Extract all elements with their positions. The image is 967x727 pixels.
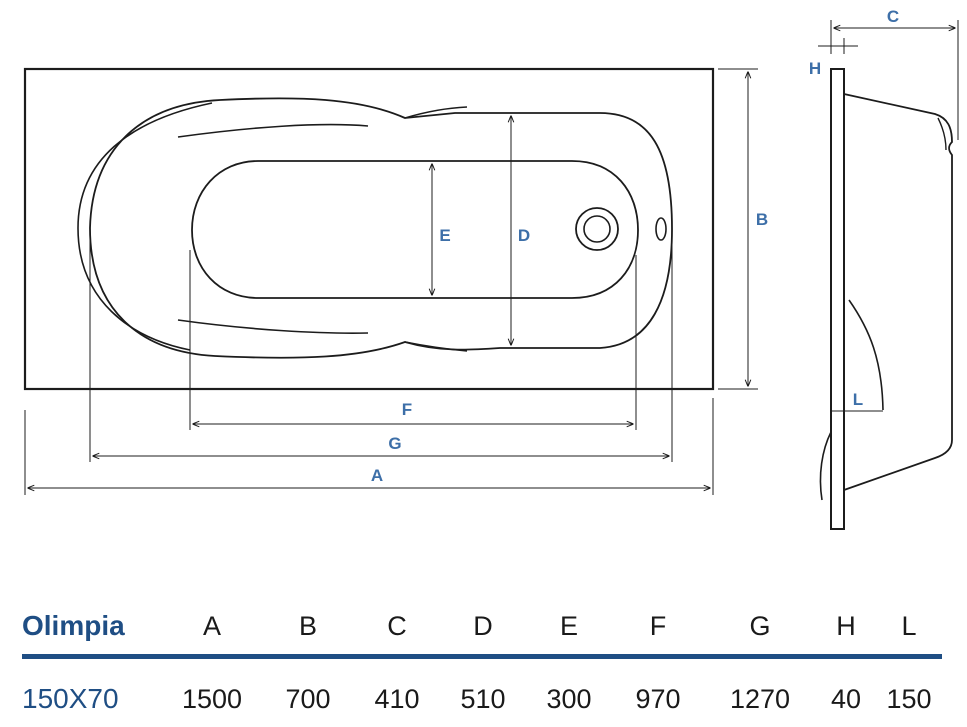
- label-c: C: [887, 7, 899, 26]
- table-row: 150X70 1500 700 410 510 300 970 1270 40 …: [22, 671, 942, 727]
- table-cell: 970: [635, 683, 681, 714]
- side-body-shade: [937, 117, 947, 151]
- tub-rim-inner-bottom: [177, 319, 369, 334]
- column-header: L: [901, 610, 917, 641]
- label-f: F: [402, 400, 412, 419]
- label-g: G: [388, 434, 401, 453]
- column-header: G: [749, 610, 771, 641]
- table-cell: 1270: [729, 683, 791, 714]
- side-foot: [848, 299, 884, 411]
- table-header-row: Olimpia A B C D E F G H L: [22, 600, 942, 652]
- table-divider: [22, 654, 942, 659]
- table-cell: 150: [886, 683, 932, 714]
- dimension-labels: F G A B E D C H L: [371, 7, 899, 485]
- tub-basin: [191, 160, 639, 299]
- table-cell: 410: [374, 683, 420, 714]
- label-a: A: [371, 466, 383, 485]
- drain-inner: [583, 215, 611, 243]
- label-d: D: [518, 226, 530, 245]
- table-cell: 40: [830, 683, 862, 714]
- side-front-edge: [819, 431, 832, 501]
- top-view: [23, 67, 715, 391]
- tub-rim-outer: [89, 97, 673, 359]
- column-header: B: [298, 610, 317, 641]
- column-header: H: [836, 610, 856, 641]
- side-body: [843, 93, 953, 491]
- column-header: D: [473, 610, 493, 641]
- model-name: 150X70: [22, 683, 119, 714]
- column-header: A: [202, 610, 221, 641]
- label-h: H: [809, 59, 821, 78]
- column-header: E: [559, 610, 578, 641]
- column-header: F: [649, 610, 667, 641]
- tub-rim-notch-top: [404, 106, 468, 119]
- dimension-table: Olimpia A B C D E F G H L 150X70 1500 70…: [22, 600, 942, 727]
- label-b: B: [756, 210, 768, 229]
- table-cell: 300: [546, 683, 592, 714]
- side-rim: [830, 68, 845, 530]
- bathtub-technical-drawing: F G A B E D C H L: [23, 7, 959, 530]
- label-e: E: [439, 226, 450, 245]
- label-l: L: [853, 390, 863, 409]
- drain-outer: [575, 207, 619, 251]
- model-header: Olimpia: [22, 610, 125, 641]
- table-cell: 700: [285, 683, 331, 714]
- tub-rim-notch-bottom: [404, 341, 468, 352]
- tub-rim-left-curve: [77, 102, 213, 351]
- table-cell: 510: [460, 683, 506, 714]
- tub-rim-inner-top: [177, 123, 369, 138]
- tub-outline: [23, 67, 715, 391]
- table-cell: 1500: [181, 683, 243, 714]
- top-view-dimensions: [24, 68, 758, 495]
- column-header: C: [387, 610, 407, 641]
- overflow: [655, 217, 667, 241]
- side-view: [818, 20, 959, 530]
